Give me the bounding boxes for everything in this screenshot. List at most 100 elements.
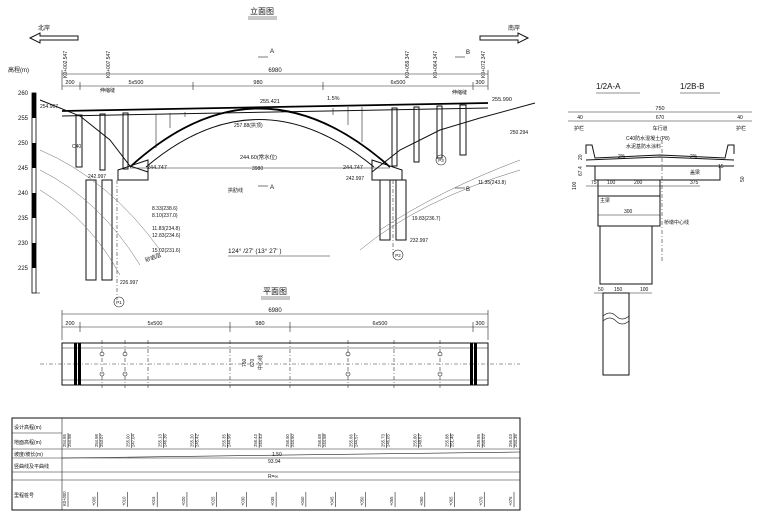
axis-tick-260: 260 [18, 91, 29, 97]
elev-span-4: 6x500 [391, 80, 406, 86]
angle-label: 124° /27' (13° 27' ) [228, 247, 282, 255]
title-elevation-group: 立面图 [248, 6, 277, 20]
station-value-12: +060 [419, 496, 424, 506]
station-value-2: +010 [121, 496, 126, 506]
axis-tick-240: 240 [18, 191, 29, 197]
axis-tick-255: 255 [18, 116, 29, 122]
station-value-6: +030 [240, 496, 245, 506]
section-pier-width: 300 [624, 209, 633, 215]
section-height-1: 100 [572, 181, 578, 190]
plan-center: 中心线 [257, 355, 264, 370]
design-value-7: 255.50 [285, 434, 290, 447]
plan-width: 750 [242, 358, 248, 367]
design-value-13: 255.95 [476, 434, 481, 447]
geo-right-2: 19.83(236.7) [412, 216, 441, 222]
ground-value-12: 251.46 [449, 434, 454, 447]
geo-left-4: 12.83(234.6) [152, 233, 181, 239]
geo-right-1: 11.35(243.8) [478, 180, 506, 186]
design-value-14: 256.03 [508, 434, 513, 447]
left-side-level: 254.967 [40, 104, 58, 110]
geo-left-5: 15.02(231.6) [152, 248, 181, 254]
ground-value-6: 244.43 [258, 434, 263, 447]
design-value-8: 255.58 [317, 434, 322, 447]
axis-tick-225: 225 [18, 266, 29, 272]
station-value-11: +055 [389, 496, 394, 506]
cross-section: 1/2A-A 1/2B-B 750 40 670 40 护栏 车行道 护栏 C4… [568, 82, 752, 376]
base-right-label: 242.997 [346, 176, 364, 182]
section-height-4: 15 [718, 164, 724, 170]
elev-span-1: 200 [65, 80, 74, 86]
deck-level-right: 255.990 [492, 97, 512, 103]
pile-dim-50: 50 [598, 287, 604, 293]
section-waterproof: 水泥基防水涂料 [626, 143, 661, 150]
station-value-15: +075 [508, 496, 513, 506]
right-side-level: 250.294 [510, 130, 528, 136]
geo-left-2: 8.10(237.0) [152, 213, 178, 219]
design-value-9: 255.66 [349, 434, 354, 447]
plan-piers [74, 340, 477, 388]
table-length: 93.94 [268, 459, 281, 465]
direction-right-label: 南岸 [508, 24, 520, 32]
plan-span-2: 5x500 [148, 321, 163, 327]
design-value-3: 255.13 [158, 434, 163, 447]
title-plan: 平面图 [263, 287, 287, 296]
station-value-0: K0+000 [62, 491, 67, 506]
design-value-4: 255.20 [189, 434, 194, 447]
axis-tick-235: 235 [18, 216, 29, 222]
station-value-4: +020 [181, 496, 186, 506]
section-dim-200: 200 [634, 180, 643, 186]
table-row-5: 里程桩号 [14, 492, 34, 499]
deck-level-left: 255.421 [260, 99, 280, 105]
section-mark-a-bottom: A [270, 185, 274, 191]
station-value-14: +070 [478, 496, 483, 506]
direction-left-label: 北岸 [38, 24, 50, 32]
station-label-3: K0+059.347 [405, 51, 411, 78]
section-main-beam: 主梁 [600, 197, 610, 204]
section-mark-b-bottom: B [466, 187, 470, 193]
design-value-6: 255.43 [253, 434, 258, 447]
axis-label: 高程(m) [8, 66, 29, 74]
station-label-5: K0+072.347 [481, 51, 487, 78]
plan-view: 平面图 6980 200 5x500 980 6x500 300 [40, 287, 520, 388]
station-labels-top: K0+002.547 K0+007.547 K0+059.347 K0+064.… [63, 51, 487, 78]
design-value-10: 255.73 [381, 434, 386, 447]
section-guard-right: 护栏 [736, 125, 746, 132]
section-height-2: 67.4 [578, 166, 584, 176]
arch-crown-label: 257.88(拱顶) [234, 122, 263, 129]
section-road-label: 车行道 [652, 125, 667, 132]
plan-total-dim: 6980 [268, 308, 282, 314]
station-value-10: +050 [359, 496, 364, 506]
table-row-3: 坡度/坡长(m) [14, 451, 43, 458]
plan-span-1: 200 [65, 321, 74, 327]
geology-left-labels: 8.33(238.6) 8.10(237.0) 11.83(234.8) 12.… [152, 206, 181, 254]
title-section-a: 1/2A-A [596, 82, 621, 91]
section-dim-100: 100 [607, 180, 616, 186]
station-value-8: +040 [300, 496, 305, 506]
title-elevation: 立面图 [250, 6, 274, 16]
elevation-axis: 高程(m) 260 255 250 245 240 235 230 225 [8, 66, 40, 294]
section-mark-a-top: A [270, 49, 274, 55]
ground-value-9: 244.57 [354, 434, 359, 447]
axis-tick-250: 250 [18, 141, 29, 147]
plan-span-5: 300 [475, 321, 484, 327]
section-material: C40防水混凝土(P8) [626, 135, 670, 142]
design-value-12: 255.88 [444, 434, 449, 447]
section-height-3: 20 [578, 154, 584, 160]
ground-value-8: 244.58 [322, 434, 327, 447]
elev-total-dim: 6980 [268, 68, 282, 74]
bearing-label-left: 伸缩缝 [100, 87, 115, 94]
approach-piers [75, 104, 467, 171]
plan-inner: 670 [250, 358, 256, 367]
ground-value-5: 244.96 [226, 434, 231, 447]
station-values: K0+000+005+010+015+020+025+030+035+040+0… [62, 491, 515, 507]
ground-value-2: 247.04 [131, 434, 136, 447]
direction-left: 北岸 [28, 24, 79, 44]
ground-value-4: 245.42 [194, 434, 199, 447]
section-dim-75: 75 [591, 180, 597, 186]
section-width: 750 [655, 106, 664, 112]
ground-value-1: 253.07 [99, 434, 104, 447]
design-value-2: 255.00 [126, 434, 131, 447]
section-cap: 盖梁 [690, 169, 700, 176]
section-guard-left: 护栏 [574, 125, 584, 132]
